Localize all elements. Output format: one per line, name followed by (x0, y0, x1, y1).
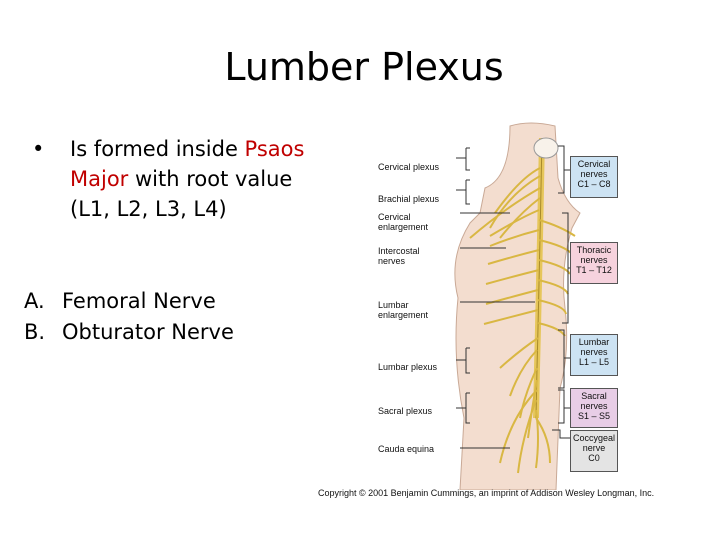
bullet-symbol: • (32, 137, 45, 161)
box-sacral-nerves: Sacral nerves S1 – S5 (570, 388, 618, 428)
list-item: B. Obturator Nerve (24, 317, 324, 348)
label-intercostal-nerves: Intercostal nerves (378, 246, 420, 266)
label-lumbar-plexus: Lumbar plexus (378, 362, 438, 372)
highlight-major: Major (70, 167, 129, 191)
left-leader-lines (456, 147, 535, 449)
bullet-item: • Is formed inside Psaos Major with root… (30, 134, 330, 224)
spinal-nerves (469, 167, 576, 474)
list-marker: B. (24, 320, 46, 344)
label-cauda-equina: Cauda equina (378, 444, 435, 454)
list-marker: A. (24, 289, 45, 313)
right-leader-lines (552, 145, 574, 439)
box-cervical-nerves: Cervical nerves C1 – C8 (570, 156, 618, 198)
highlight-psaos: Psaos (244, 137, 305, 161)
list-item-text: Obturator Nerve (62, 320, 234, 344)
bullet-text-after: with root value (128, 167, 293, 191)
bullet-text-before: Is formed inside (70, 137, 245, 161)
list-item-text: Femoral Nerve (62, 289, 216, 313)
list-item: A. Femoral Nerve (24, 286, 324, 317)
label-lumbar-enlargement: Lumbar enlargement (378, 300, 429, 320)
skull-base (533, 137, 559, 159)
box-lumbar-nerves: Lumbar nerves L1 – L5 (570, 334, 618, 376)
label-cervical-plexus: Cervical plexus (378, 162, 440, 172)
bullet-root-values: (L1, L2, L3, L4) (70, 197, 227, 221)
spinal-cord-figure: Cervical plexus Brachial plexus Cervical… (360, 118, 640, 490)
label-sacral-plexus: Sacral plexus (378, 406, 433, 416)
copyright-notice: Copyright © 2001 Benjamin Cummings, an i… (318, 488, 655, 498)
spinal-cord-illustration (454, 122, 581, 490)
torso-silhouette (454, 122, 581, 490)
label-cervical-enlargement: Cervical enlargement (378, 212, 429, 232)
slide-title: Lumber Plexus (224, 45, 504, 89)
box-coccygeal-nerve: Coccygeal nerve C0 (570, 430, 618, 472)
nerve-list: A. Femoral Nerve B. Obturator Nerve (24, 286, 324, 348)
label-brachial-plexus: Brachial plexus (378, 194, 440, 204)
bullet-text: Is formed inside Psaos Major with root v… (70, 134, 330, 224)
box-thoracic-nerves: Thoracic nerves T1 – T12 (570, 242, 618, 284)
